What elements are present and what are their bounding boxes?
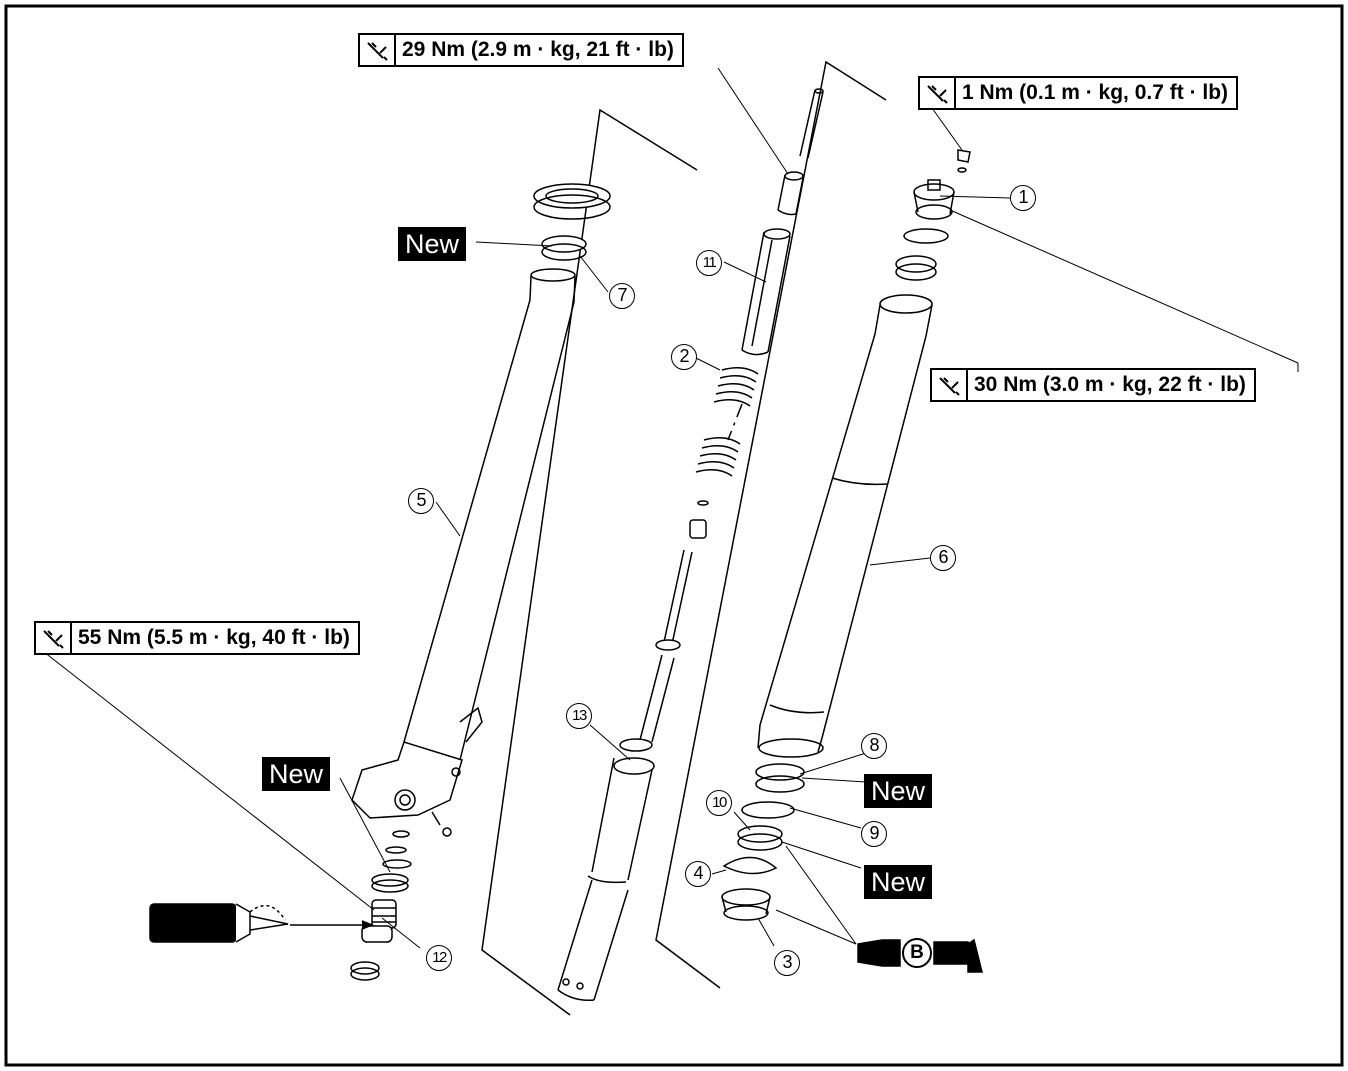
callout-2: 2 <box>671 344 697 370</box>
spacer-tube <box>741 228 791 356</box>
torque-wrench-icon <box>36 623 72 653</box>
new-part-tag-lower-seal: New <box>864 865 933 899</box>
grease-type-badge: B <box>902 938 932 968</box>
group-bracket-right <box>655 60 887 989</box>
base-bolt-parts <box>350 830 412 981</box>
adjuster-rod <box>777 88 824 216</box>
callout-1: 1 <box>1010 185 1036 211</box>
grease-gun <box>857 938 983 973</box>
leader-lines <box>43 67 1299 949</box>
torque-spec-cap-bolt: 30 Nm (3.0 m · kg, 22 ft · lb) <box>930 368 1256 402</box>
group-bracket-left <box>481 108 698 1016</box>
callout-9: 9 <box>861 821 887 847</box>
torque-wrench-icon <box>920 78 956 108</box>
torque-spec-adjuster: 1 Nm (0.1 m · kg, 0.7 ft · lb) <box>918 76 1239 110</box>
torque-value-text: 55 Nm (5.5 m · kg, 40 ft · lb) <box>78 626 350 649</box>
circlip <box>722 856 778 875</box>
slide-bushings <box>737 763 805 851</box>
fork-spring <box>695 367 759 477</box>
torque-value-text: 30 Nm (3.0 m · kg, 22 ft · lb) <box>974 373 1246 396</box>
callout-7: 7 <box>609 283 635 309</box>
new-part-tag-oil-seal: New <box>398 227 467 261</box>
torque-value-text: 1 Nm (0.1 m · kg, 0.7 ft · lb) <box>962 81 1229 104</box>
lower-dust-seal <box>721 888 771 921</box>
callout-8: 8 <box>861 733 887 759</box>
oil-seal <box>541 235 587 261</box>
torque-spec-base-bolt: 55 Nm (5.5 m · kg, 40 ft · lb) <box>34 621 360 655</box>
thread-lock-tube <box>149 903 375 943</box>
new-part-tag-base-gasket: New <box>262 757 331 791</box>
torque-spec-damper-nut: 29 Nm (2.9 m · kg, 21 ft · lb) <box>358 33 684 67</box>
torque-wrench-icon <box>360 35 396 65</box>
cap-bolt <box>895 149 971 281</box>
callout-13: 13 <box>566 703 592 729</box>
callout-12: 12 <box>426 945 452 971</box>
torque-value-text: 29 Nm (2.9 m · kg, 21 ft · lb) <box>402 38 674 61</box>
callout-10: 10 <box>706 790 732 816</box>
torque-wrench-icon <box>932 370 968 400</box>
callout-4: 4 <box>685 861 711 887</box>
dust-seal <box>533 183 611 220</box>
callout-3: 3 <box>774 950 800 976</box>
outer-tube <box>351 268 576 837</box>
new-part-tag-bushing: New <box>864 774 933 808</box>
callout-6: 6 <box>930 545 956 571</box>
damper-rod <box>557 500 709 1002</box>
callout-11: 11 <box>696 250 722 276</box>
inner-tube <box>757 294 933 758</box>
callout-5: 5 <box>408 488 434 514</box>
